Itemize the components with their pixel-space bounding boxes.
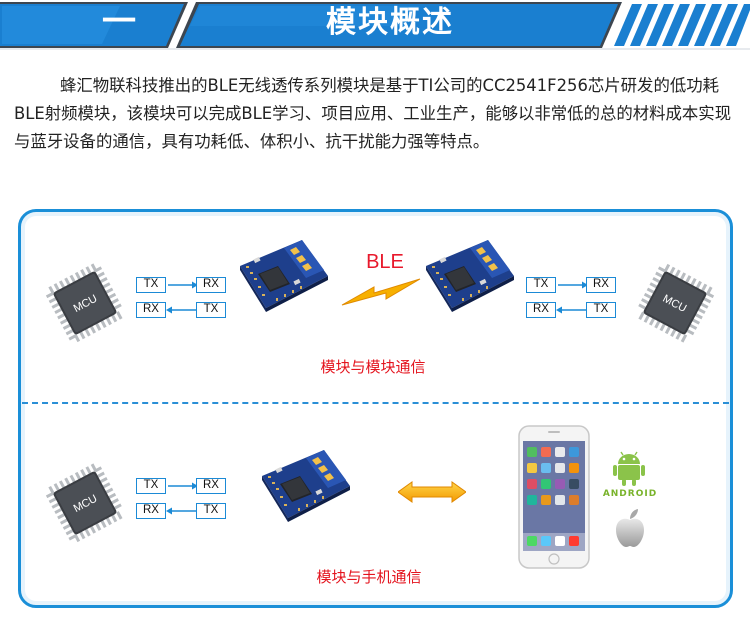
- android-logo-icon: [613, 451, 645, 486]
- ble-module-icon: [262, 450, 350, 522]
- lightning-bolt-icon: [341, 278, 421, 306]
- rx-label: RX: [526, 302, 556, 318]
- intro-text: 蜂汇物联科技推出的BLE无线透传系列模块是基于TI公司的CC2541F256芯片…: [14, 76, 732, 151]
- bidirectional-arrow-icon: [398, 481, 466, 503]
- ble-label: BLE: [366, 251, 404, 273]
- tx-label: TX: [196, 503, 226, 519]
- rx-label: RX: [586, 277, 616, 293]
- section-banner: 一 模块概述: [0, 0, 750, 52]
- rx-label: RX: [136, 302, 166, 318]
- caption-module-to-phone: 模块与手机通信: [316, 568, 422, 586]
- banner-graphic: [0, 2, 750, 50]
- rx-label: RX: [196, 277, 226, 293]
- mcu-chip-icon: MCU: [45, 463, 123, 543]
- tx-label: TX: [136, 277, 166, 293]
- mcu-chip-icon: MCU: [638, 263, 715, 343]
- section-number: 一: [102, 2, 136, 42]
- caption-module-to-module: 模块与模块通信: [320, 358, 426, 376]
- uart-connection: TX RX RX TX: [526, 277, 616, 319]
- uart-connection: TX RX RX TX: [136, 478, 226, 520]
- diagram-panel: [18, 209, 733, 608]
- tx-label: TX: [586, 302, 616, 318]
- android-label: ANDROID: [602, 489, 658, 499]
- apple-logo-icon: [616, 509, 644, 547]
- smartphone-icon: [518, 425, 590, 569]
- rx-label: RX: [196, 478, 226, 494]
- ble-module-icon: [240, 240, 328, 312]
- tx-label: TX: [526, 277, 556, 293]
- uart-connection: TX RX RX TX: [136, 277, 226, 319]
- rx-label: RX: [136, 503, 166, 519]
- ble-module-icon: [426, 240, 514, 312]
- tx-label: TX: [196, 302, 226, 318]
- intro-paragraph: 蜂汇物联科技推出的BLE无线透传系列模块是基于TI公司的CC2541F256芯片…: [14, 72, 740, 156]
- section-title: 模块概述: [326, 5, 454, 40]
- section-divider: [22, 402, 729, 404]
- tx-label: TX: [136, 478, 166, 494]
- mcu-chip-icon: MCU: [45, 263, 123, 343]
